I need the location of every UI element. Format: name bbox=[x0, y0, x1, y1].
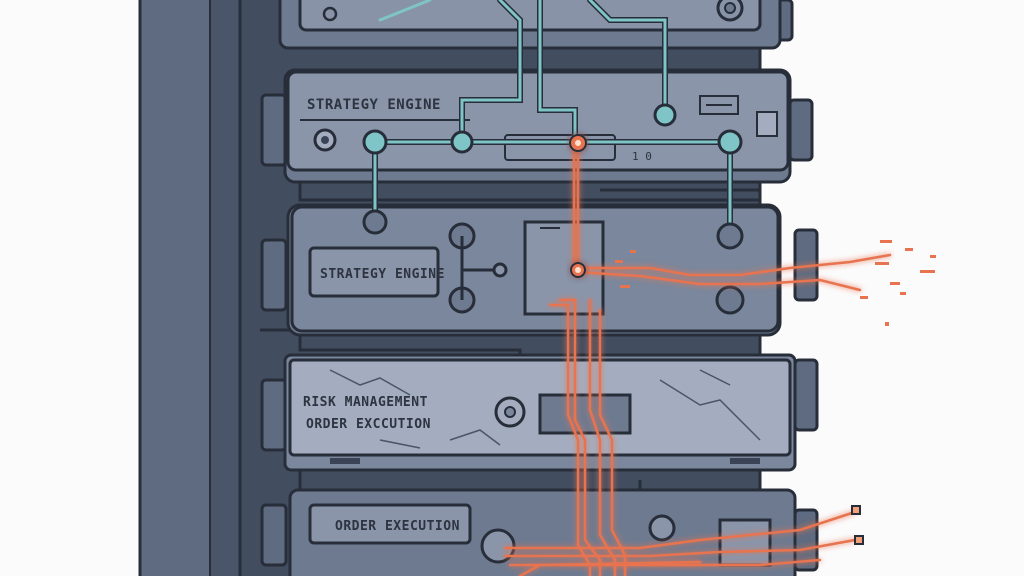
order-execution-label: ORDER EXECUTION bbox=[335, 519, 460, 534]
port-code-label: 1 0 bbox=[632, 150, 652, 163]
order-exccution-label: ORDER EXCCUTION bbox=[306, 417, 431, 432]
module-top bbox=[280, 0, 780, 48]
orange-connectors bbox=[852, 506, 863, 544]
strategy-engine-label-middle: STRATEGY ENGINE bbox=[320, 267, 445, 282]
module-strategy-middle: STRATEGY ENGINE bbox=[288, 205, 780, 335]
module-order-execution: ORDER EXECUTION bbox=[290, 490, 795, 576]
gear-icon bbox=[650, 516, 674, 540]
strategy-engine-label-top: STRATEGY ENGINE bbox=[307, 97, 441, 113]
gear-icon bbox=[496, 398, 524, 426]
led-strip-icon bbox=[540, 395, 630, 433]
risk-management-label: RISK MANAGEMENT bbox=[303, 395, 428, 410]
module-risk-management: RISK MANAGEMENT ORDER EXCCUTION bbox=[285, 355, 795, 470]
